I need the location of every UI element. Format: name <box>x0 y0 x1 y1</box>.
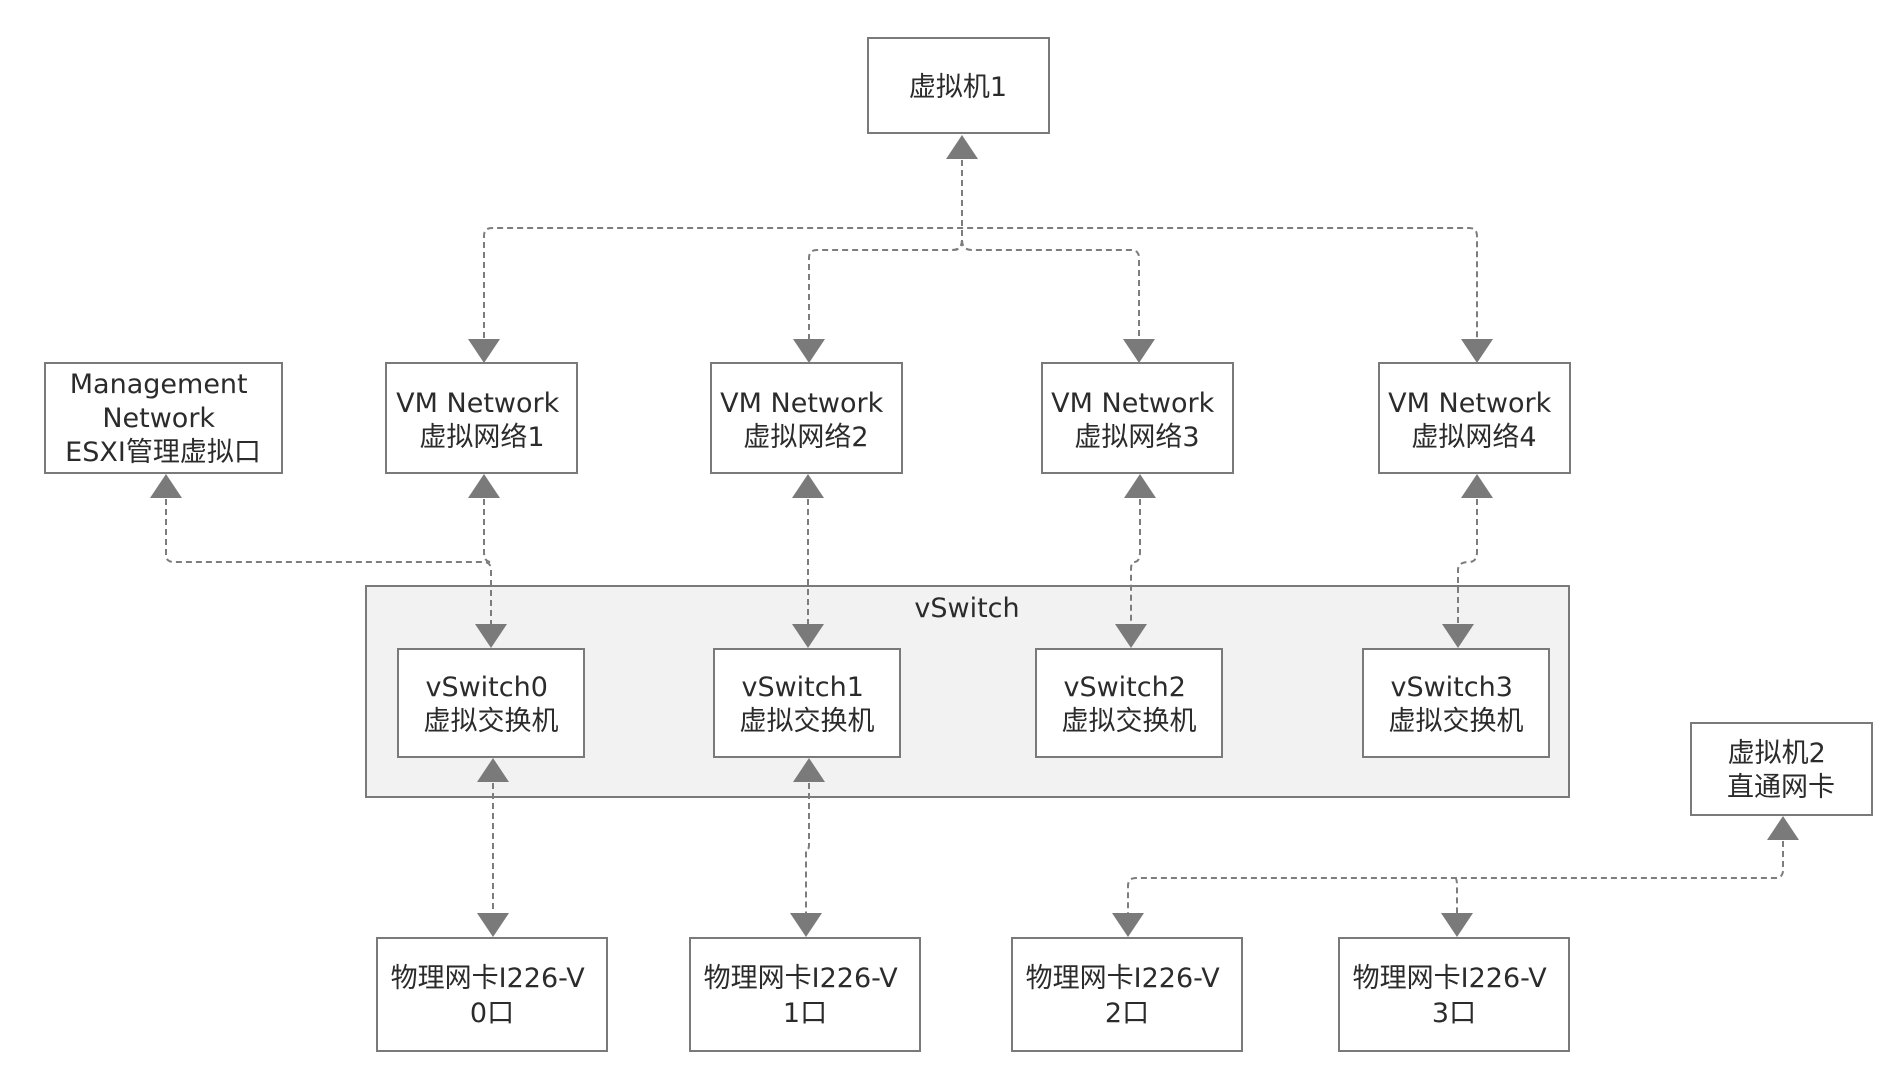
edge-net1-vm1 <box>483 227 1478 348</box>
node-nic2-line-2: 2口 <box>1105 998 1149 1029</box>
arrowhead-up-vm1 <box>946 135 978 159</box>
node-nic2: 物理网卡I226-V 2口 <box>1011 937 1243 1052</box>
arrowhead-up-vm2 <box>1767 816 1799 840</box>
node-net1-line-2: 虚拟网络1 <box>419 422 544 453</box>
svg-text:VM Network 虚拟网络4: VM Network 虚拟网络4 <box>1388 388 1560 453</box>
edge-vs2-net3 <box>1130 499 1141 628</box>
node-nic3: 物理网卡I226-V 3口 <box>1338 937 1570 1052</box>
node-vs0: vSwitch0 虚拟交换机 <box>397 648 585 758</box>
arrowhead-up-net4 <box>1461 474 1493 498</box>
node-vs1-line-1: vSwitch1 <box>741 672 863 703</box>
arrowhead-down-net4 <box>1461 339 1493 363</box>
node-net1-line-1: VM Network <box>396 388 559 419</box>
svg-text:物理网卡I226-V 2口: 物理网卡I226-V 2口 <box>1026 963 1229 1029</box>
arrowhead-down-nic0 <box>477 913 509 937</box>
node-vm2: 虚拟机2 直通网卡 <box>1690 722 1873 816</box>
node-net4-line-1: VM Network <box>1388 388 1551 419</box>
node-nic3-line-1: 物理网卡I226-V <box>1353 963 1548 994</box>
vswitch-group-label: vSwitch <box>914 593 1019 624</box>
node-nic0-line-2: 0口 <box>470 998 514 1029</box>
arrowhead-down-nic3 <box>1441 913 1473 937</box>
svg-text:VM Network 虚拟网络1: VM Network 虚拟网络1 <box>396 388 568 453</box>
svg-text:虚拟机1: 虚拟机1 <box>909 72 1007 103</box>
node-nic0-line-1: 物理网卡I226-V <box>391 963 586 994</box>
node-mgmt-line-2: Network <box>102 403 215 434</box>
node-vs0-line-2: 虚拟交换机 <box>424 706 559 737</box>
node-net2-line-1: VM Network <box>720 388 883 419</box>
connector-lines <box>165 160 1784 917</box>
arrowhead-down-nic2 <box>1112 913 1144 937</box>
arrowhead-down-vs0 <box>475 624 507 648</box>
svg-text:vSwitch1 虚拟交换机: vSwitch1 虚拟交换机 <box>740 672 875 737</box>
node-net4-line-2: 虚拟网络4 <box>1411 422 1536 453</box>
svg-text:物理网卡I226-V 0口: 物理网卡I226-V 0口 <box>391 963 594 1029</box>
arrowhead-down-net3 <box>1123 339 1155 363</box>
edge-nic1-vs1 <box>805 783 810 917</box>
arrowhead-up-net2 <box>792 474 824 498</box>
arrowhead-down-net1 <box>468 339 500 363</box>
edge-net3-vm1 <box>961 239 1140 348</box>
node-net3: VM Network 虚拟网络3 <box>1041 362 1234 474</box>
arrowhead-down-vs3 <box>1442 624 1474 648</box>
node-nic2-line-1: 物理网卡I226-V <box>1026 963 1221 994</box>
edge-net2-vm1 <box>808 239 963 348</box>
node-mgmt-line-3: ESXI管理虚拟口 <box>65 437 261 468</box>
arrowhead-down-vs2 <box>1115 624 1147 648</box>
node-vs1-line-2: 虚拟交换机 <box>740 706 875 737</box>
node-vm2-line-2: 直通网卡 <box>1727 772 1835 803</box>
arrowheads <box>150 135 1799 937</box>
arrowhead-down-nic1 <box>790 913 822 937</box>
node-nic1-line-1: 物理网卡I226-V <box>704 963 899 994</box>
node-vm1: 虚拟机1 <box>867 37 1050 134</box>
node-mgmt-line-1: Management <box>70 369 248 400</box>
node-nic0: 物理网卡I226-V 0口 <box>376 937 608 1052</box>
node-vm1-line-1: 虚拟机1 <box>909 72 1007 103</box>
arrowhead-up-vs1 <box>793 758 825 782</box>
node-vs2: vSwitch2 虚拟交换机 <box>1035 648 1223 758</box>
node-nic1-line-2: 1口 <box>783 998 827 1029</box>
svg-text:vSwitch0 虚拟交换机: vSwitch0 虚拟交换机 <box>424 672 559 737</box>
node-nic1: 物理网卡I226-V 1口 <box>689 937 921 1052</box>
node-vs2-line-2: 虚拟交换机 <box>1062 706 1197 737</box>
edge-vs0-mgmt <box>165 499 492 628</box>
node-net3-line-1: VM Network <box>1051 388 1214 419</box>
svg-text:物理网卡I226-V 3口: 物理网卡I226-V 3口 <box>1353 963 1556 1029</box>
node-vs2-line-1: vSwitch2 <box>1063 672 1185 703</box>
arrowhead-up-vs0 <box>477 758 509 782</box>
edge-vs0-net1 <box>483 499 492 563</box>
svg-text:vSwitch2 虚拟交换机: vSwitch2 虚拟交换机 <box>1062 672 1197 737</box>
arrowhead-up-net1 <box>468 474 500 498</box>
node-vs3: vSwitch3 虚拟交换机 <box>1362 648 1550 758</box>
node-net3-line-2: 虚拟网络3 <box>1074 422 1199 453</box>
svg-text:虚拟机2 直通网卡: 虚拟机2 直通网卡 <box>1727 738 1835 803</box>
svg-text:vSwitch3 虚拟交换机: vSwitch3 虚拟交换机 <box>1389 672 1524 737</box>
node-vm2-line-1: 虚拟机2 <box>1728 738 1826 769</box>
edge-nic3-vm2 <box>1454 877 1458 917</box>
node-nic3-line-2: 3口 <box>1432 998 1476 1029</box>
node-mgmt: Management Network ESXI管理虚拟口 <box>44 362 283 474</box>
svg-text:VM Network 虚拟网络3: VM Network 虚拟网络3 <box>1051 388 1223 453</box>
arrowhead-down-net2 <box>793 339 825 363</box>
node-vs0-line-1: vSwitch0 <box>425 672 547 703</box>
svg-text:物理网卡I226-V 1口: 物理网卡I226-V 1口 <box>704 963 907 1029</box>
arrowhead-up-mgmt <box>150 474 182 498</box>
node-net2: VM Network 虚拟网络2 <box>710 362 903 474</box>
node-vs3-line-1: vSwitch3 <box>1390 672 1512 703</box>
svg-text:VM Network 虚拟网络2: VM Network 虚拟网络2 <box>720 388 892 453</box>
arrowhead-down-vs1 <box>792 624 824 648</box>
node-net4: VM Network 虚拟网络4 <box>1378 362 1571 474</box>
node-vs1: vSwitch1 虚拟交换机 <box>713 648 901 758</box>
node-net1: VM Network 虚拟网络1 <box>385 362 578 474</box>
node-vs3-line-2: 虚拟交换机 <box>1389 706 1524 737</box>
node-net2-line-2: 虚拟网络2 <box>743 422 868 453</box>
arrowhead-up-net3 <box>1124 474 1156 498</box>
edge-net4-vm1 <box>953 160 963 251</box>
svg-text:Management Network: Management Network ESXI管理虚拟口 <box>65 369 261 468</box>
